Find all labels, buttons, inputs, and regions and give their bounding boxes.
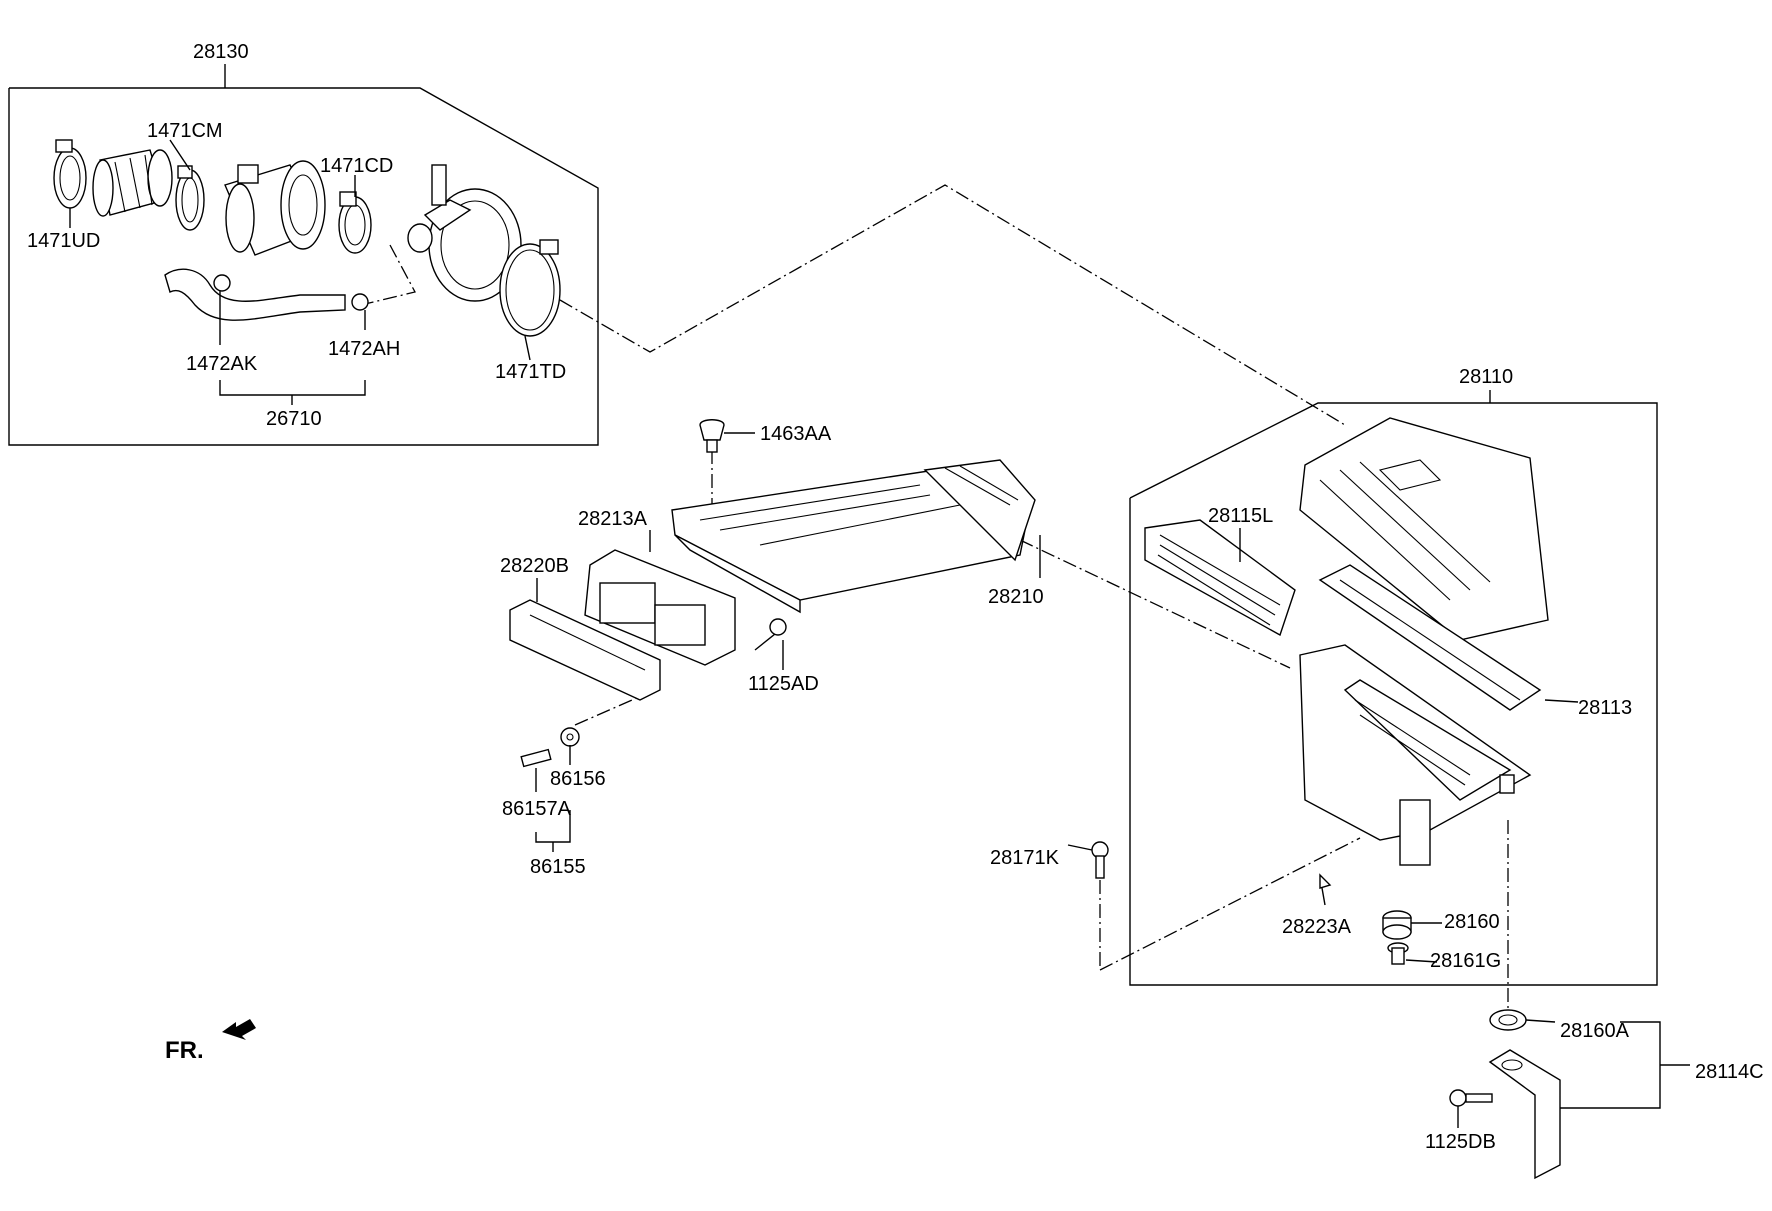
label-28160A: 28160A — [1560, 1020, 1630, 1042]
air-cleaner-cover-icon — [1299, 417, 1549, 641]
dashed-leader-lines — [364, 184, 1509, 1010]
label-front: FR. — [165, 1037, 204, 1064]
group-box-28130 — [8, 64, 599, 446]
nut-86156-icon — [560, 727, 580, 747]
label-86156: 86156 — [550, 768, 606, 790]
label-leader-lines — [69, 139, 1690, 1128]
part-labels: 28130 1471CM 1471CD 1471UD 1472AK 1472AH… — [27, 41, 1764, 1153]
label-86155: 86155 — [530, 856, 586, 878]
bolt-1125DB-icon — [1449, 1089, 1493, 1107]
label-28210: 28210 — [988, 586, 1044, 608]
air-duct-28210-icon — [671, 459, 1036, 614]
hose-clamp-1471CM-icon — [175, 165, 205, 231]
resonator-icon — [224, 160, 326, 256]
label-28114C: 28114C — [1695, 1061, 1764, 1083]
label-28161G: 28161G — [1430, 950, 1501, 972]
front-arrow-icon — [222, 1019, 256, 1040]
air-flow-sensor-icon — [407, 164, 522, 302]
resonator-28213A-icon — [584, 549, 736, 666]
label-28110: 28110 — [1459, 366, 1513, 388]
label-1472AH: 1472AH — [328, 338, 400, 360]
label-26710: 26710 — [266, 408, 322, 430]
clip-28223A-icon — [1319, 873, 1332, 889]
label-28160: 28160 — [1444, 911, 1500, 933]
label-1125DB: 1125DB — [1425, 1131, 1496, 1153]
label-86157A: 86157A — [502, 798, 572, 820]
bracket-28114C-icon — [1488, 1049, 1561, 1180]
label-1471TD: 1471TD — [495, 361, 566, 383]
label-28171K: 28171K — [990, 847, 1060, 869]
element-28115L-icon — [1144, 519, 1296, 637]
label-28220B: 28220B — [500, 555, 569, 577]
bracket-28220B-icon — [509, 599, 661, 701]
grommet-28160A-icon — [1489, 1009, 1527, 1031]
label-1471CD: 1471CD — [320, 155, 393, 177]
collar-28161G-icon — [1387, 942, 1409, 965]
air-cleaner-body-icon — [1299, 644, 1532, 866]
label-28223A: 28223A — [1282, 916, 1352, 938]
air-hose-icon — [92, 149, 173, 217]
hose-clamp-1471CD-icon — [338, 191, 372, 254]
hose-clamp-1471TD-icon — [499, 239, 561, 337]
label-28130: 28130 — [193, 41, 249, 63]
grommet-28160-icon — [1382, 910, 1412, 940]
filter-element-28113-icon — [1318, 564, 1542, 711]
label-1125AD: 1125AD — [748, 673, 819, 695]
label-28113: 28113 — [1578, 697, 1632, 719]
bolt-28171K-icon — [1091, 841, 1109, 879]
hose-clamp-1471UD-icon — [53, 139, 87, 209]
bolt-86157A-icon — [520, 748, 552, 768]
label-28213A: 28213A — [578, 508, 648, 530]
group-box-28110 — [1129, 390, 1658, 986]
bolt-1125AD-icon — [754, 618, 787, 651]
label-28115L: 28115L — [1208, 505, 1273, 527]
breather-hose-icon — [164, 268, 369, 321]
label-1472AK: 1472AK — [186, 353, 258, 375]
clip-1463AA-icon — [699, 419, 725, 453]
label-1463AA: 1463AA — [760, 423, 832, 445]
label-1471UD: 1471UD — [27, 230, 100, 252]
label-1471CM: 1471CM — [147, 120, 223, 142]
